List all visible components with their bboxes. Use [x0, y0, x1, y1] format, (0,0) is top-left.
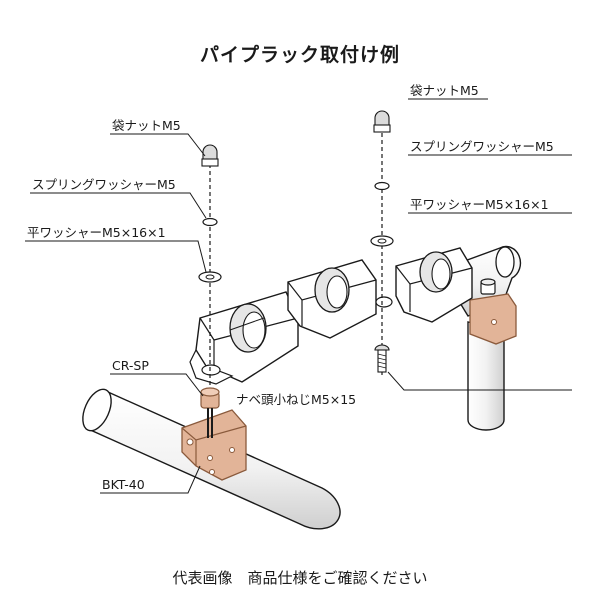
right-spring-washer-part: [374, 181, 390, 191]
left-flat-washer-label: 平ワッシャーM5×16×1: [27, 225, 166, 240]
left-cap-nut-part: [201, 144, 219, 167]
right-fastener-stack: [370, 110, 394, 375]
right-cap-nut-label: 袋ナットM5: [410, 83, 479, 98]
right-flat-washer-part: [370, 235, 394, 247]
left-flat-washer-part: [198, 271, 222, 283]
left-fastener-stack: [198, 144, 222, 385]
cr-sp-label: CR-SP: [112, 358, 149, 373]
roller-box-1: [189, 291, 299, 385]
right-cap-nut-part: [373, 110, 391, 133]
diagram-title: パイプラック取付け例: [199, 44, 400, 66]
left-spring-washer-part: [202, 217, 218, 227]
bkt-40-bracket: [181, 409, 247, 481]
left-spring-washer-label: スプリングワッシャーM5: [32, 177, 176, 192]
bkt-40-label: BKT-40: [102, 477, 145, 492]
caption-text: 代表画像 商品仕様をご確認ください: [172, 569, 428, 587]
cr-sp-spacer: [200, 387, 220, 438]
roller-box-2: [287, 259, 393, 339]
pan-head-screw-part: [374, 344, 390, 373]
right-spring-washer-label: スプリングワッシャーM5: [410, 139, 554, 154]
leader-lines: [25, 98, 572, 494]
right-bracket: [469, 278, 517, 345]
pan-head-screw-label: ナベ頭小ねじM5×15: [236, 392, 356, 407]
right-flat-washer-label: 平ワッシャーM5×16×1: [410, 197, 549, 212]
roller-box-3: [395, 247, 473, 323]
left-cap-nut-label: 袋ナットM5: [112, 118, 181, 133]
